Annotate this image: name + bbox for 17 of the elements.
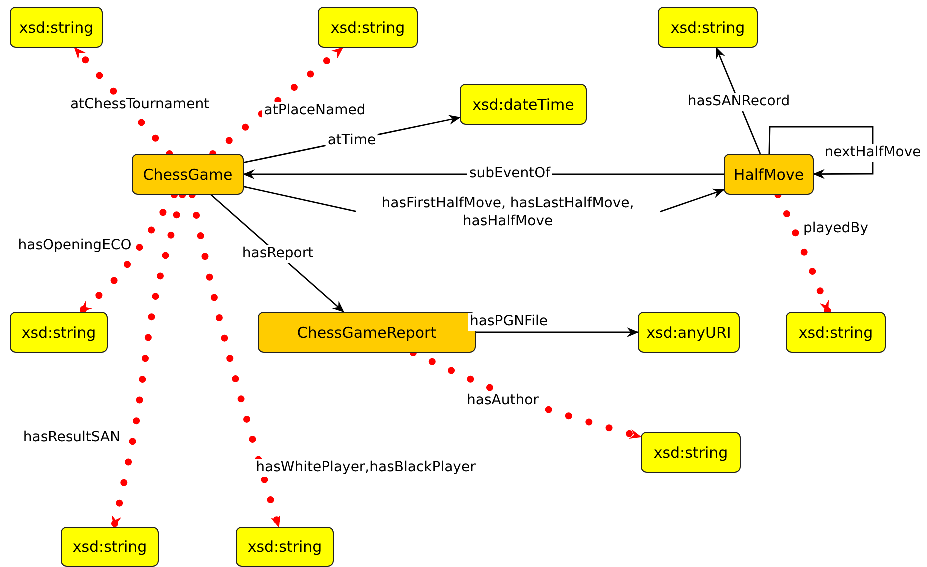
datatype-box: xsd:anyURI: [638, 312, 740, 353]
datatype-box: xsd:string: [658, 7, 758, 48]
edge-label: hasAuthor: [465, 392, 541, 410]
datatype-box: xsd:string: [786, 312, 886, 353]
class-box: HalfMove: [724, 154, 814, 195]
datatype-box: xsd:string: [641, 432, 741, 473]
arrow: [768, 126, 874, 180]
datatype-box: xsd:string: [10, 7, 103, 48]
class-box: ChessGame: [132, 154, 244, 195]
edge-label: hasPGNFile: [468, 313, 550, 331]
datatype-box: xsd:dateTime: [460, 84, 587, 125]
datatype-box: xsd:string: [10, 312, 108, 353]
edge-label: hasWhitePlayer,hasBlackPlayer: [254, 459, 478, 477]
arrow: [476, 328, 639, 338]
datatype-box: xsd:string: [61, 527, 159, 567]
datatype-box: xsd:string: [318, 7, 418, 48]
datatype-box: xsd:string: [236, 527, 334, 567]
